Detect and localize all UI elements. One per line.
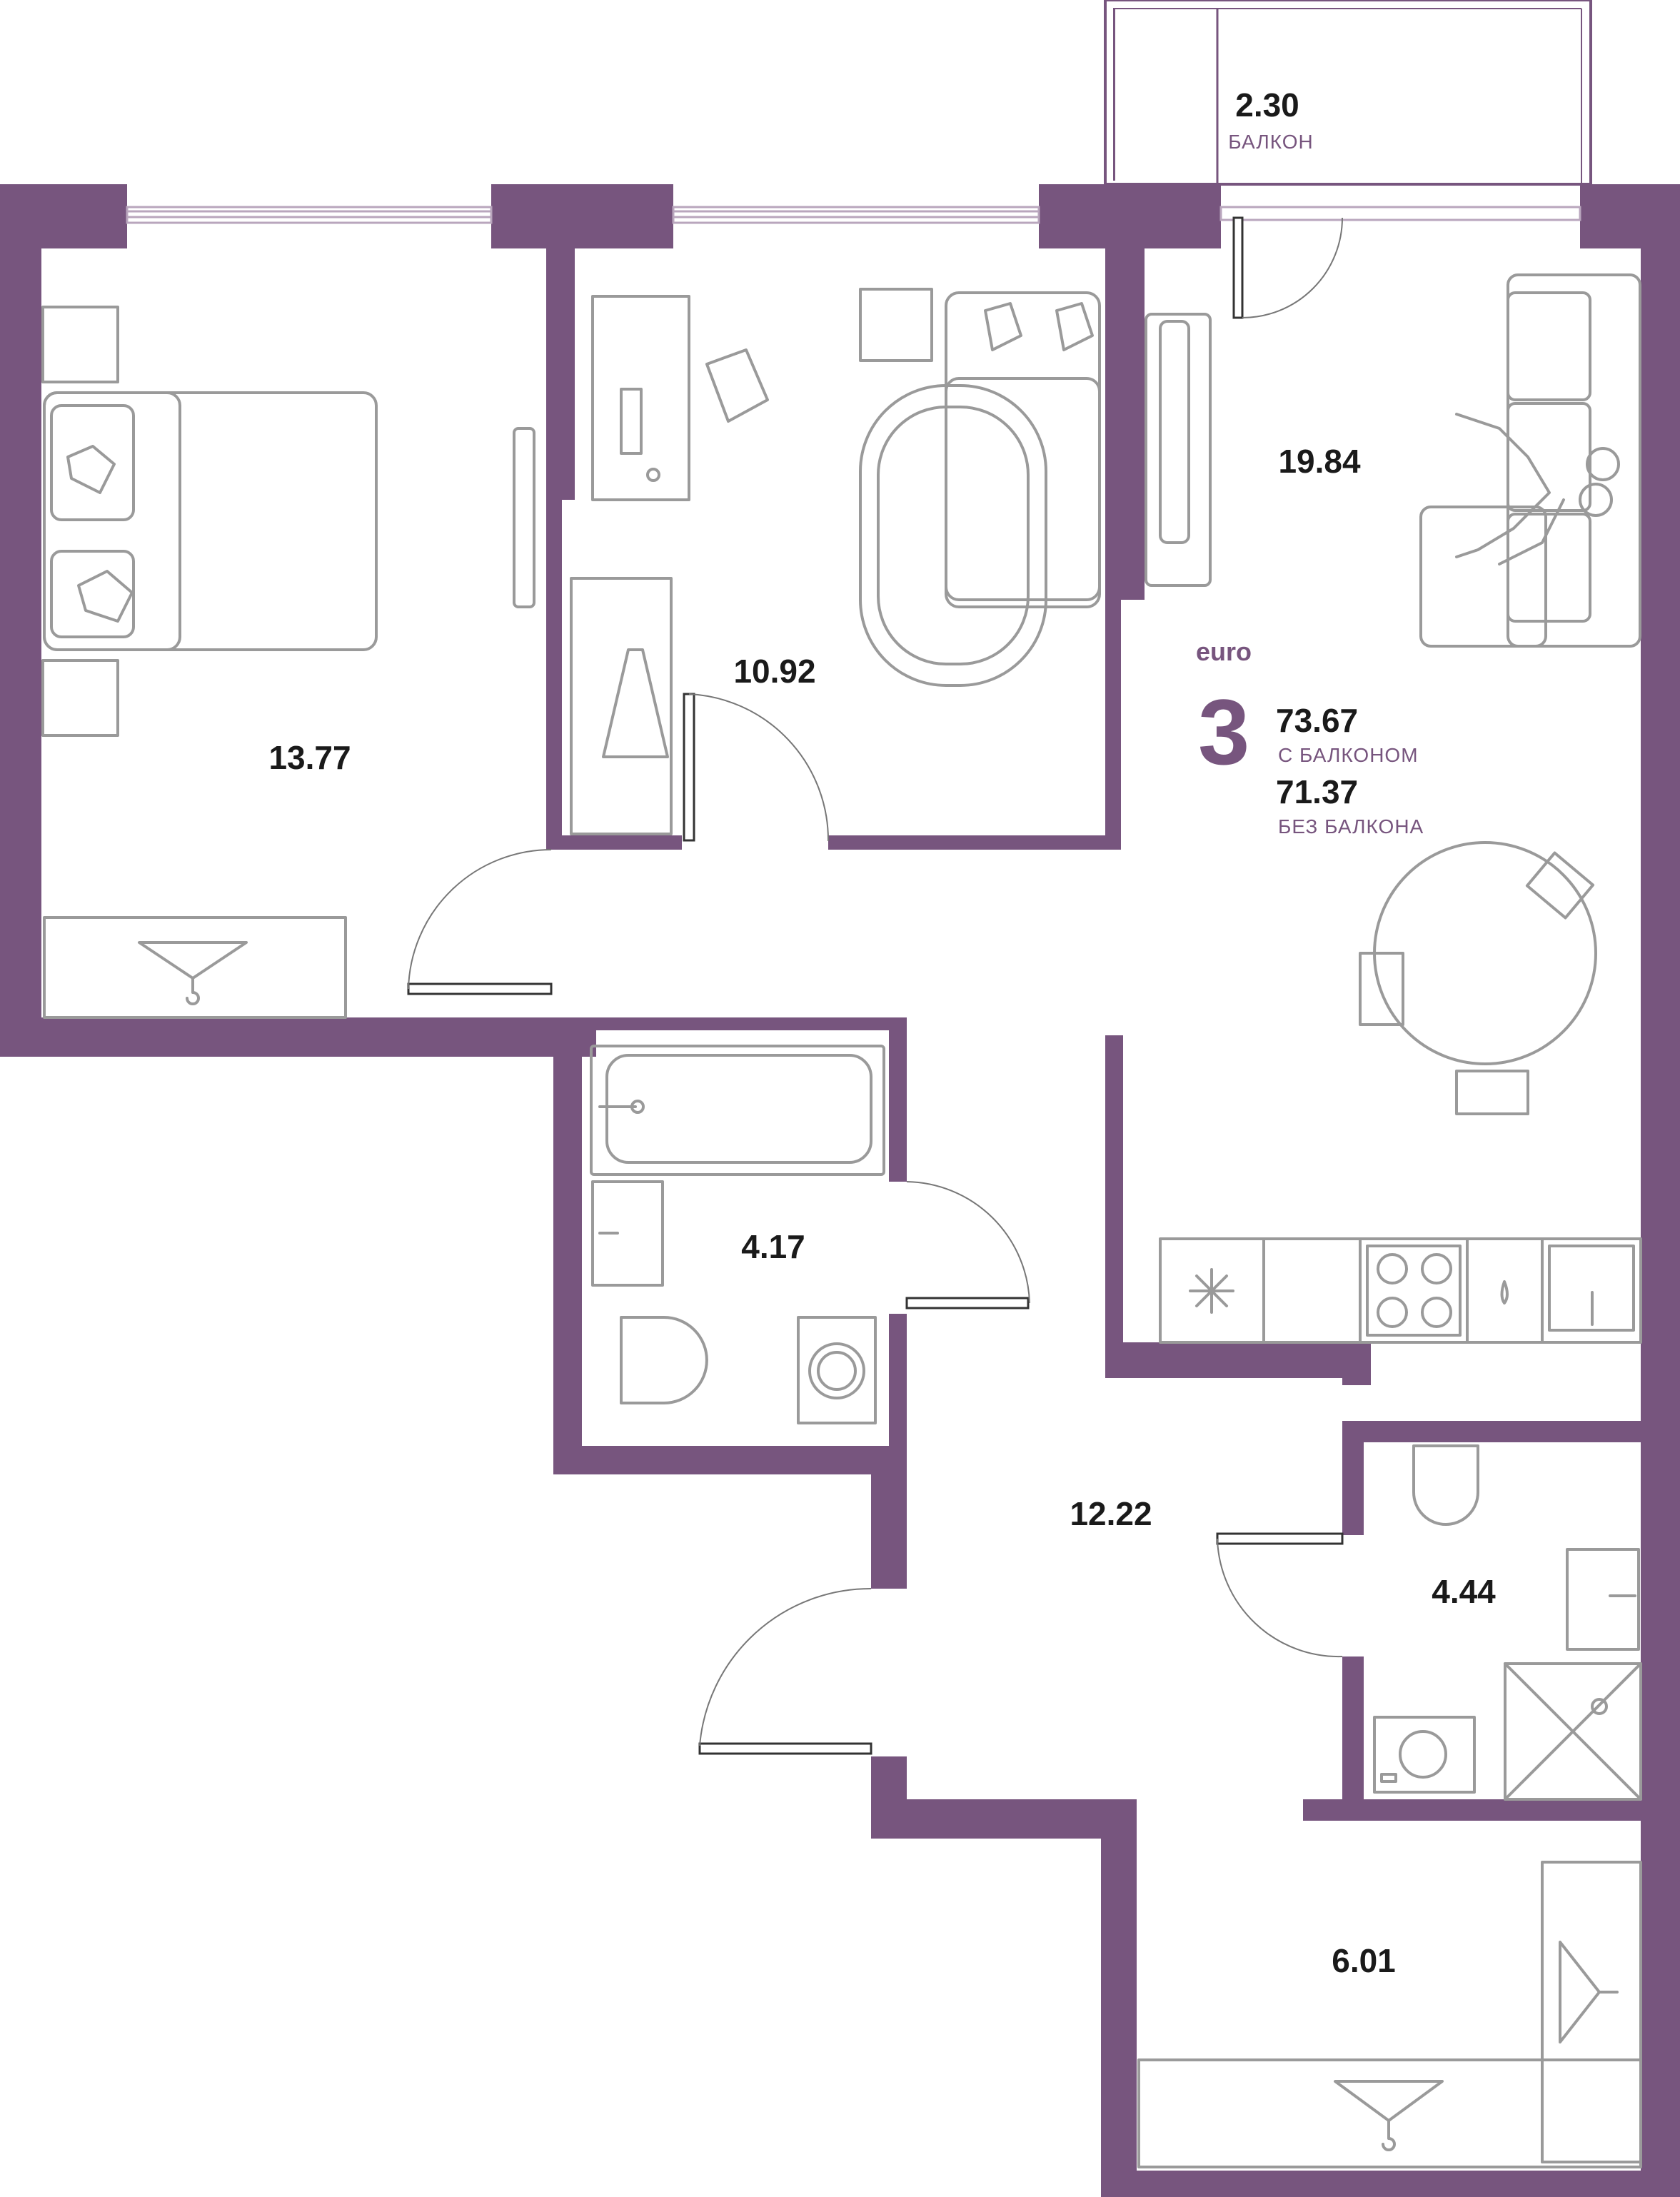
room-area-bedroom: 13.77 bbox=[268, 739, 351, 776]
room-count: 3 bbox=[1198, 680, 1249, 784]
room-label-balcony: БАЛКОН bbox=[1228, 131, 1313, 153]
stove-icon bbox=[1366, 1245, 1462, 1337]
washing-machine-icon bbox=[797, 1316, 877, 1424]
doors bbox=[407, 216, 1344, 1755]
room-area-living: 19.84 bbox=[1278, 443, 1361, 480]
room-labels: 2.30 БАЛКОН 13.77 10.92 19.84 4.17 12.22… bbox=[268, 86, 1496, 1979]
sink-icon bbox=[1548, 1245, 1635, 1332]
room-area-balcony: 2.30 bbox=[1235, 86, 1299, 124]
hanger-icon bbox=[1559, 1941, 1619, 2043]
snowflake-icon bbox=[1189, 1268, 1234, 1314]
balcony bbox=[1104, 0, 1592, 186]
washing-machine-icon bbox=[1373, 1716, 1476, 1794]
windows bbox=[126, 206, 1581, 224]
apartment-summary: euro 3 73.67 С БАЛКОНОМ 71.37 БЕЗ БАЛКОН… bbox=[1196, 637, 1424, 838]
room-area-hallway: 12.22 bbox=[1070, 1495, 1152, 1532]
room-area-kids: 10.92 bbox=[733, 653, 815, 690]
with-balcony-label: С БАЛКОНОМ bbox=[1278, 744, 1419, 766]
hanger-icon bbox=[602, 648, 669, 758]
without-balcony-label: БЕЗ БАЛКОНА bbox=[1278, 815, 1424, 838]
room-area-wardrobe: 6.01 bbox=[1332, 1942, 1396, 1979]
hanger-icon bbox=[138, 941, 248, 1005]
walls bbox=[0, 184, 1680, 2197]
furniture bbox=[41, 273, 1642, 2168]
area-without-balcony: 71.37 bbox=[1276, 773, 1358, 810]
room-area-shower: 4.44 bbox=[1432, 1573, 1496, 1610]
toilet-icon bbox=[620, 1316, 708, 1404]
layout-tag: euro bbox=[1196, 637, 1252, 666]
room-area-bathroom: 4.17 bbox=[741, 1228, 805, 1265]
toilet-icon bbox=[1412, 1444, 1479, 1526]
hanger-icon bbox=[1334, 2080, 1444, 2151]
area-with-balcony: 73.67 bbox=[1276, 702, 1358, 739]
